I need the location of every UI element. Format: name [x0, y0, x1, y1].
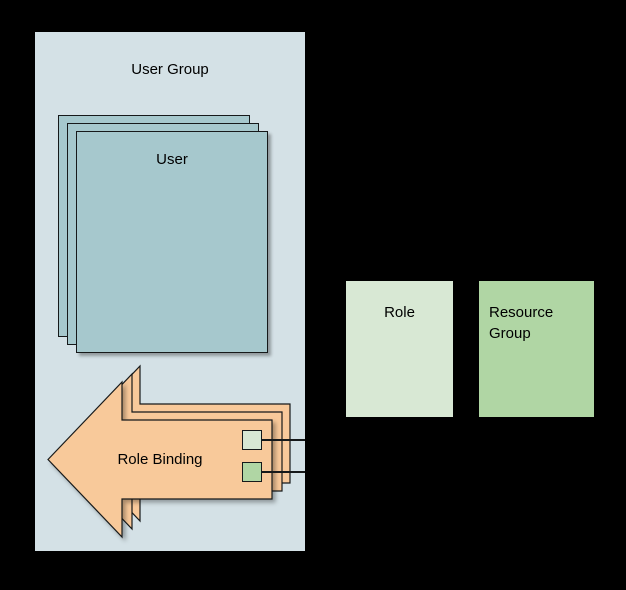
resource-group-box[interactable]: [479, 281, 594, 417]
user-card-label: User: [156, 151, 188, 168]
role-port-square[interactable]: [242, 430, 262, 450]
resource-group-label-line1: Resource: [489, 304, 554, 321]
user-group-title: User Group: [131, 61, 209, 78]
role-binding-shape[interactable]: [47, 380, 273, 539]
resource-group-port-square[interactable]: [242, 462, 262, 482]
user-card[interactable]: [76, 131, 268, 353]
resource-group-box-label: Resource Group: [489, 302, 584, 344]
connector-role-binding-to-resource-group: [261, 471, 305, 473]
resource-group-label-line2: Group: [489, 325, 531, 342]
role-binding-label: Role Binding: [117, 451, 203, 468]
role-box[interactable]: [346, 281, 453, 417]
connector-role-binding-to-role: [261, 439, 305, 441]
role-box-label: Role: [384, 304, 415, 321]
